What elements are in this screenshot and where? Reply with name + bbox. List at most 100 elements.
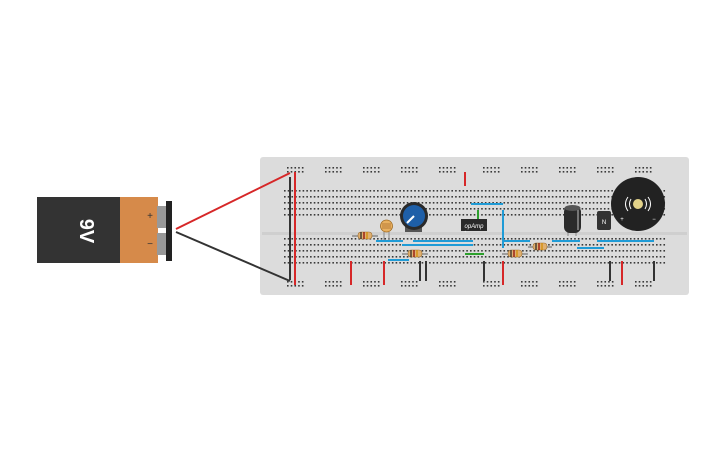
breadboard-hole[interactable] — [358, 208, 360, 210]
breadboard-hole[interactable] — [336, 285, 338, 287]
breadboard-hole[interactable] — [302, 202, 305, 204]
breadboard-hole[interactable] — [608, 281, 610, 283]
breadboard-hole[interactable] — [656, 250, 658, 252]
breadboard-hole[interactable] — [388, 190, 390, 192]
breadboard-hole[interactable] — [290, 285, 293, 287]
breadboard-hole[interactable] — [384, 190, 387, 192]
breadboard-hole[interactable] — [524, 167, 527, 169]
breadboard-hole[interactable] — [332, 196, 334, 198]
breadboard-hole[interactable] — [298, 208, 301, 210]
breadboard-hole[interactable] — [466, 214, 468, 216]
breadboard-hole[interactable] — [592, 202, 595, 204]
breadboard-hole[interactable] — [596, 262, 599, 264]
breadboard-hole[interactable] — [481, 190, 483, 192]
breadboard-hole[interactable] — [622, 262, 625, 264]
breadboard-hole[interactable] — [562, 285, 565, 287]
breadboard-hole[interactable] — [548, 262, 550, 264]
breadboard-hole[interactable] — [555, 250, 558, 252]
breadboard-hole[interactable] — [365, 190, 368, 192]
breadboard-hole[interactable] — [563, 202, 565, 204]
breadboard-hole[interactable] — [659, 262, 662, 264]
breadboard-hole[interactable] — [365, 214, 368, 216]
breadboard-hole[interactable] — [412, 167, 414, 169]
breadboard-hole[interactable] — [611, 167, 614, 169]
breadboard-hole[interactable] — [414, 196, 416, 198]
breadboard-hole[interactable] — [291, 250, 294, 252]
breadboard-hole[interactable] — [458, 238, 461, 240]
breadboard-hole[interactable] — [429, 256, 431, 258]
battery-terminal-minus[interactable] — [157, 233, 167, 255]
breadboard-hole[interactable] — [310, 208, 312, 210]
breadboard-hole[interactable] — [443, 256, 446, 258]
breadboard-hole[interactable] — [380, 244, 383, 246]
breadboard-hole[interactable] — [363, 281, 365, 283]
breadboard-hole[interactable] — [339, 196, 342, 198]
breadboard-hole[interactable] — [497, 167, 500, 169]
breadboard-hole[interactable] — [490, 285, 493, 287]
breadboard-hole[interactable] — [607, 250, 610, 252]
breadboard-hole[interactable] — [408, 281, 411, 283]
breadboard-hole[interactable] — [332, 244, 334, 246]
breadboard-hole[interactable] — [570, 171, 572, 173]
breadboard-hole[interactable] — [384, 244, 387, 246]
breadboard-hole[interactable] — [362, 190, 364, 192]
breadboard-hole[interactable] — [659, 256, 662, 258]
breadboard-hole[interactable] — [525, 214, 528, 216]
breadboard-hole[interactable] — [548, 238, 550, 240]
breadboard-hole[interactable] — [350, 244, 353, 246]
breadboard-hole[interactable] — [600, 244, 602, 246]
breadboard-hole[interactable] — [481, 250, 483, 252]
breadboard-hole[interactable] — [373, 190, 375, 192]
breadboard-hole[interactable] — [638, 285, 641, 287]
breadboard-hole[interactable] — [290, 281, 293, 283]
breadboard-hole[interactable] — [310, 256, 312, 258]
breadboard-hole[interactable] — [436, 250, 439, 252]
breadboard-hole[interactable] — [450, 171, 452, 173]
breadboard-hole[interactable] — [477, 208, 480, 210]
breadboard-hole[interactable] — [507, 250, 509, 252]
breadboard-hole[interactable] — [404, 167, 407, 169]
breadboard-hole[interactable] — [458, 196, 461, 198]
breadboard-hole[interactable] — [324, 214, 327, 216]
breadboard-hole[interactable] — [644, 256, 647, 258]
breadboard-hole[interactable] — [615, 250, 617, 252]
breadboard-hole[interactable] — [439, 285, 441, 287]
breadboard-hole[interactable] — [499, 196, 502, 198]
breadboard-hole[interactable] — [626, 262, 628, 264]
breadboard-hole[interactable] — [339, 208, 342, 210]
breadboard-hole[interactable] — [581, 214, 584, 216]
breadboard-hole[interactable] — [391, 262, 394, 264]
breadboard-hole[interactable] — [507, 262, 509, 264]
breadboard-hole[interactable] — [536, 250, 539, 252]
breadboard-hole[interactable] — [363, 285, 365, 287]
breadboard-hole[interactable] — [412, 171, 414, 173]
breadboard-hole[interactable] — [415, 285, 418, 287]
breadboard-hole[interactable] — [415, 171, 418, 173]
breadboard-hole[interactable] — [581, 196, 584, 198]
breadboard-hole[interactable] — [313, 262, 316, 264]
breadboard-hole[interactable] — [284, 256, 286, 258]
breadboard-hole[interactable] — [548, 190, 550, 192]
breadboard-hole[interactable] — [496, 190, 498, 192]
breadboard-hole[interactable] — [499, 262, 502, 264]
breadboard-hole[interactable] — [477, 196, 480, 198]
breadboard-hole[interactable] — [380, 214, 383, 216]
breadboard-hole[interactable] — [503, 256, 506, 258]
breadboard-hole[interactable] — [629, 244, 632, 246]
breadboard-hole[interactable] — [399, 196, 401, 198]
breadboard-hole[interactable] — [524, 171, 527, 173]
breadboard-hole[interactable] — [510, 244, 513, 246]
breadboard-hole[interactable] — [503, 244, 506, 246]
breadboard-hole[interactable] — [373, 196, 375, 198]
breadboard-hole[interactable] — [535, 285, 538, 287]
breadboard-hole[interactable] — [470, 190, 472, 192]
breadboard-hole[interactable] — [287, 167, 289, 169]
breadboard-hole[interactable] — [544, 202, 546, 204]
breadboard-hole[interactable] — [377, 190, 379, 192]
breadboard-hole[interactable] — [455, 250, 457, 252]
breadboard-hole[interactable] — [317, 238, 320, 240]
breadboard-hole[interactable] — [451, 256, 453, 258]
breadboard-hole[interactable] — [496, 238, 498, 240]
breadboard-hole[interactable] — [589, 256, 591, 258]
breadboard-hole[interactable] — [532, 171, 534, 173]
